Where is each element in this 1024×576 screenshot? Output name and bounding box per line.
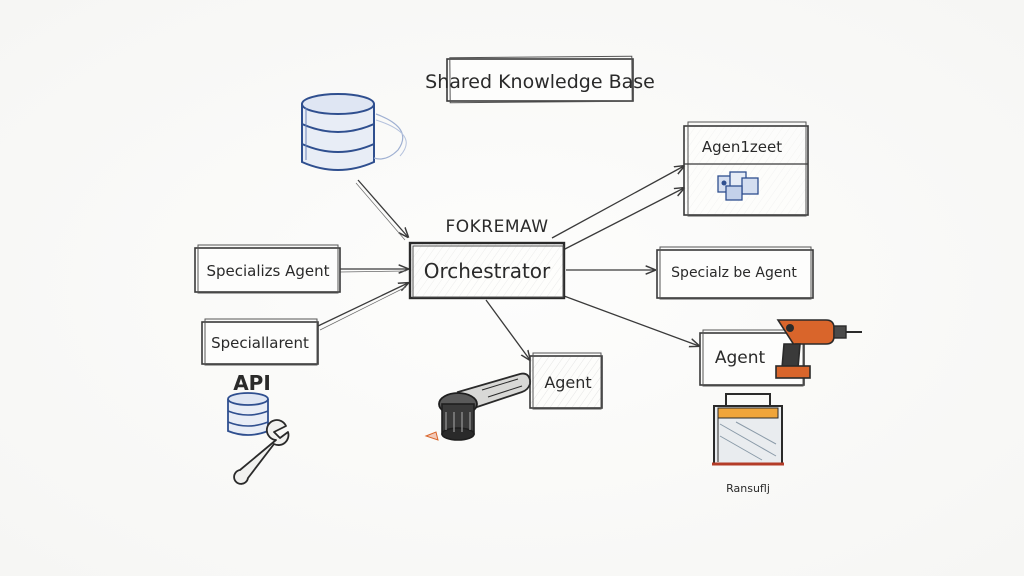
edge-database-orchestrator-sketch — [355, 182, 406, 241]
edge-orchestrator-agent-top-b — [562, 188, 684, 251]
edge-orchestrator-agent-bottom-right — [563, 295, 699, 346]
specialist-right-label: Specialz be Agent — [671, 265, 797, 281]
edge-orchestrator-agent-top-a — [551, 166, 684, 239]
edge-specialist-left-sketch — [339, 270, 407, 273]
specialist-left-label: Specializs Agent — [206, 262, 329, 280]
specialist-right-node: Specialz be Agent — [656, 246, 814, 300]
edges — [317, 166, 699, 360]
orchestrator-label: Orchestrator — [424, 259, 551, 283]
agent-top-right-label: Agen1zeet — [702, 138, 782, 156]
edge-specialist-lower-left-sketch — [319, 286, 407, 331]
toolbox-icon — [712, 393, 784, 466]
title-box: Shared Knowledge Base — [425, 55, 655, 104]
page-title: Shared Knowledge Base — [425, 71, 655, 93]
specialist-left-node: Specializs Agent — [194, 244, 341, 294]
database-icon — [301, 93, 407, 171]
agent-bottom-center-label: Agent — [544, 373, 591, 392]
folder-cluster-icon — [717, 171, 759, 201]
angle-grinder-icon — [424, 372, 531, 441]
agent-top-right-node: Agen1zeet — [683, 121, 809, 217]
wrench-icon — [233, 419, 290, 485]
agent-bottom-right-label: Agent — [715, 348, 766, 368]
api-label: API — [233, 371, 271, 395]
orchestrator-node: FOKREMAW Orchestrator — [408, 217, 566, 300]
api-database-icon — [227, 392, 269, 436]
specialist-lower-left-node: Speciallarent — [201, 318, 319, 366]
edge-specialist-lower-left-orchestrator — [317, 283, 408, 327]
edge-database-orchestrator — [357, 179, 408, 237]
orchestrator-caption: FOKREMAW — [445, 217, 548, 237]
edge-orchestrator-agent-bottom-center — [485, 299, 530, 360]
toolbox-caption: Ransuflj — [726, 482, 770, 495]
api-cluster: API — [227, 371, 290, 485]
power-drill-icon — [775, 319, 862, 379]
agent-bottom-center-node: Agent — [529, 352, 603, 410]
specialist-lower-left-label: Speciallarent — [211, 334, 309, 352]
